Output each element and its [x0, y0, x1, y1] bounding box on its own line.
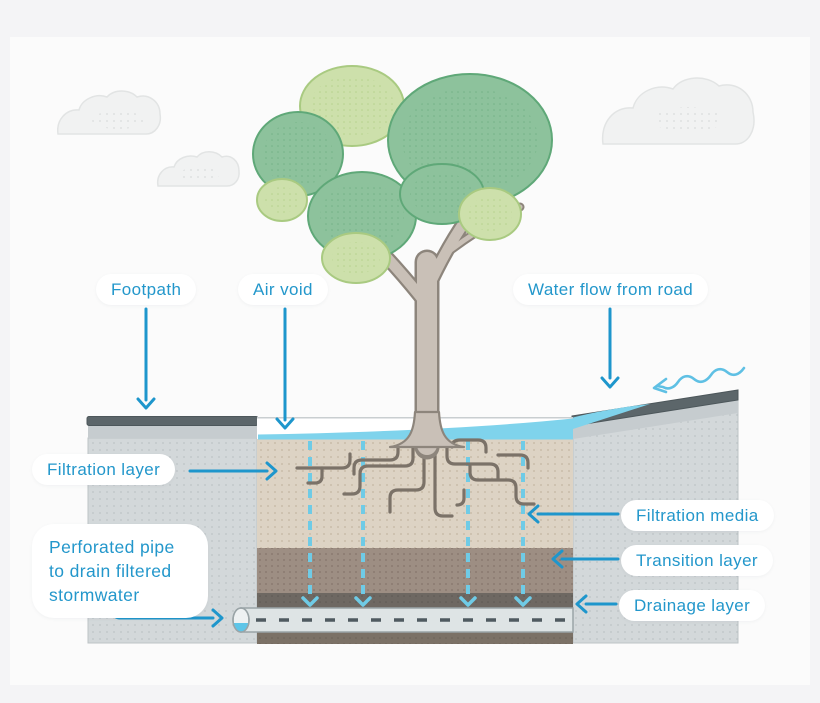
transition-layer-label: Transition layer — [621, 545, 773, 576]
water-wave-arrow — [652, 366, 746, 394]
tree-roots — [295, 438, 536, 518]
tree — [252, 65, 553, 460]
perforated-pipe-label: Perforated pipe to drain filtered stormw… — [32, 524, 208, 618]
subdrain-layer — [257, 632, 573, 644]
trunk-flare — [388, 410, 466, 449]
air-void-arrow — [275, 307, 295, 430]
footpath-arrow — [136, 307, 156, 410]
transition-layer — [257, 548, 573, 593]
water-flow-arrow — [600, 307, 620, 389]
transition-layer-arrow — [551, 549, 620, 569]
air-void-label: Air void — [238, 274, 328, 305]
tree-canopy — [252, 65, 553, 284]
filtration-layer-label: Filtration layer — [32, 454, 176, 485]
cloud-icon — [156, 151, 240, 187]
filtration-media-arrow — [527, 504, 620, 524]
filtration-media-label: Filtration media — [621, 500, 774, 531]
cloud-icon — [57, 90, 162, 135]
drainage-layer-arrow — [575, 594, 618, 614]
perforated-pipe — [232, 607, 574, 633]
water-surface — [258, 404, 650, 440]
footpath-label: Footpath — [96, 274, 197, 305]
filtration-media-layer — [257, 438, 573, 548]
water-flow-from-road-label: Water flow from road — [513, 274, 709, 305]
cloud-icon — [601, 77, 755, 145]
filtration-layer-arrow — [188, 461, 278, 481]
infiltration-flow-arrows — [301, 441, 532, 607]
drainage-layer-label: Drainage layer — [619, 590, 766, 621]
